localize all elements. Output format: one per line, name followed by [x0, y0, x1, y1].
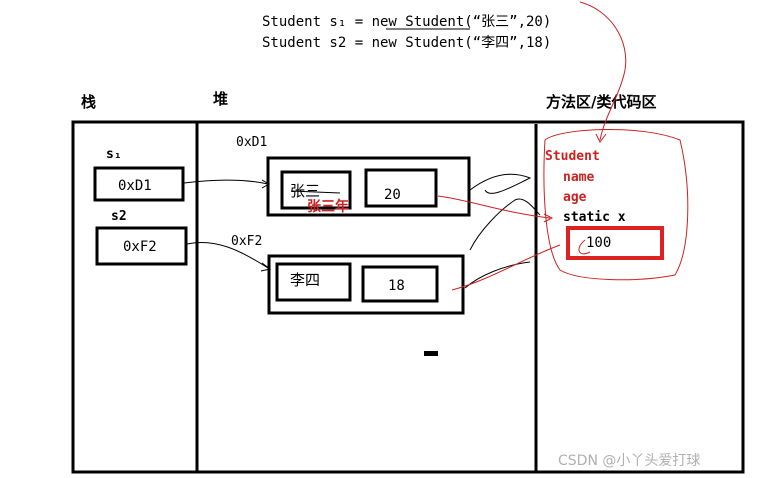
obj2-class-scribble	[464, 261, 531, 289]
stack-cell-s2-value: 0xF2	[123, 239, 157, 255]
obj1-static-arrow	[437, 195, 551, 219]
ref-arrow-s1	[183, 179, 269, 185]
heap-label: 堆	[213, 90, 228, 108]
ref-arrow-s2	[186, 241, 269, 269]
heap-obj2-name-cell	[275, 262, 352, 302]
obj-class-link-scribble	[469, 198, 541, 251]
watermark: CSDN @小丫头爱打球	[558, 452, 700, 469]
heap-obj2-age-cell	[361, 265, 439, 303]
obj2-static-arrow	[451, 244, 561, 291]
stack-var1-name: s₁	[106, 147, 122, 162]
obj1-class-scribble	[469, 173, 532, 194]
class-name: Student	[545, 149, 600, 164]
heap-obj2-addr: 0xF2	[231, 234, 262, 249]
class-field-name: name	[563, 170, 594, 185]
heap-obj1-age: 20	[384, 187, 401, 203]
ref-arrowhead-s2	[260, 262, 272, 272]
stack-cell-s1-value: 0xD1	[118, 178, 152, 194]
static-value-scribble	[578, 239, 591, 255]
class-static-field: static x	[563, 210, 626, 225]
stack-var2-name: s2	[111, 209, 127, 224]
static-value: 100	[586, 235, 611, 251]
memory-frame	[71, 120, 745, 474]
stack-cell-s1	[93, 166, 185, 202]
code-line-2: Student s2 = new Student(“李四”,18)	[262, 35, 551, 51]
method-area-label: 方法区/类代码区	[546, 93, 656, 111]
heap-obj1-name: 张三	[290, 182, 320, 200]
stack-cell-s2	[95, 226, 188, 266]
heap-obj1-name-annotation: 张三年	[307, 198, 349, 215]
heap-obj2-age: 18	[388, 278, 405, 294]
static-value-cell	[566, 226, 664, 260]
code-line-1: Student s₁ = new Student(“张三”,20)	[262, 14, 551, 30]
strike-old-name	[290, 190, 341, 194]
heap-obj1-addr: 0xD1	[236, 135, 267, 150]
class-field-age: age	[563, 190, 587, 205]
stack-label: 栈	[81, 93, 96, 111]
code-to-class-arrowhead	[595, 133, 607, 143]
stray-mark	[424, 351, 438, 356]
heap-obj1-name-cell	[280, 170, 352, 210]
obj1-static-arrowhead	[543, 213, 554, 223]
heap-obj2	[267, 254, 465, 315]
heap-obj1-age-cell	[364, 168, 438, 208]
code-to-class-arrow	[579, 1, 627, 141]
heap-obj2-name: 李四	[290, 271, 320, 289]
class-outline-scribble	[543, 129, 689, 281]
ref-arrowhead-s1	[261, 179, 271, 189]
heap-obj1	[266, 156, 471, 217]
